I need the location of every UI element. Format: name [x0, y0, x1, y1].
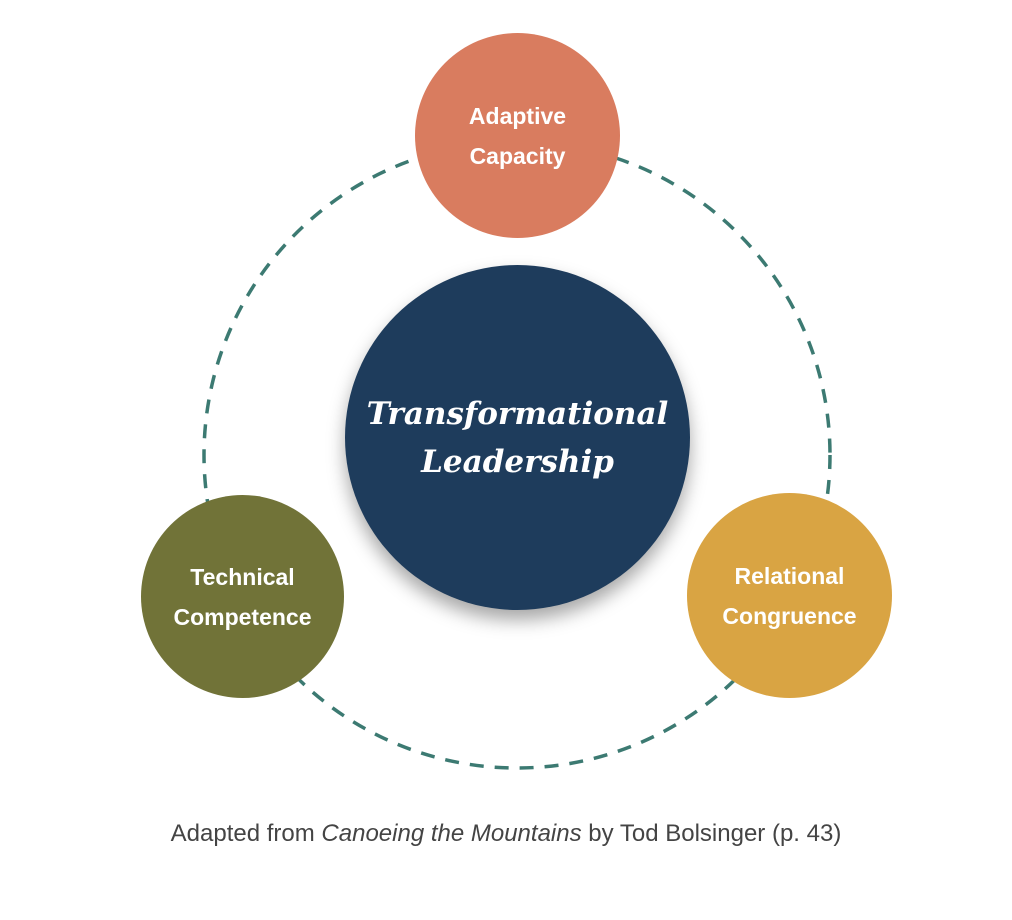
center-node-transformational-leadership: Transformational Leadership — [345, 265, 690, 610]
node-adaptive-line2: Capacity — [469, 142, 566, 169]
node-adaptive-capacity: Adaptive Capacity — [415, 33, 620, 238]
node-relational-line2: Congruence — [722, 602, 857, 629]
dashed-ring — [202, 140, 832, 770]
center-node-line2: Leadership — [421, 443, 614, 480]
caption-prefix: Adapted from — [170, 820, 322, 847]
node-relational-line1: Relational — [734, 562, 845, 589]
caption-suffix: by Tod Bolsinger (p. 43) — [581, 820, 842, 847]
source-caption: Adapted from Canoeing the Mountains by T… — [0, 820, 1012, 848]
node-relational-congruence: Relational Congruence — [687, 493, 892, 698]
center-node-line1: Transformational — [366, 395, 669, 432]
node-technical-line1: Technical — [190, 563, 295, 590]
node-technical-line2: Competence — [173, 603, 312, 630]
node-adaptive-line1: Adaptive — [468, 102, 567, 129]
caption-book-title: Canoeing the Mountains — [321, 820, 582, 847]
node-technical-competence: Technical Competence — [141, 495, 344, 698]
